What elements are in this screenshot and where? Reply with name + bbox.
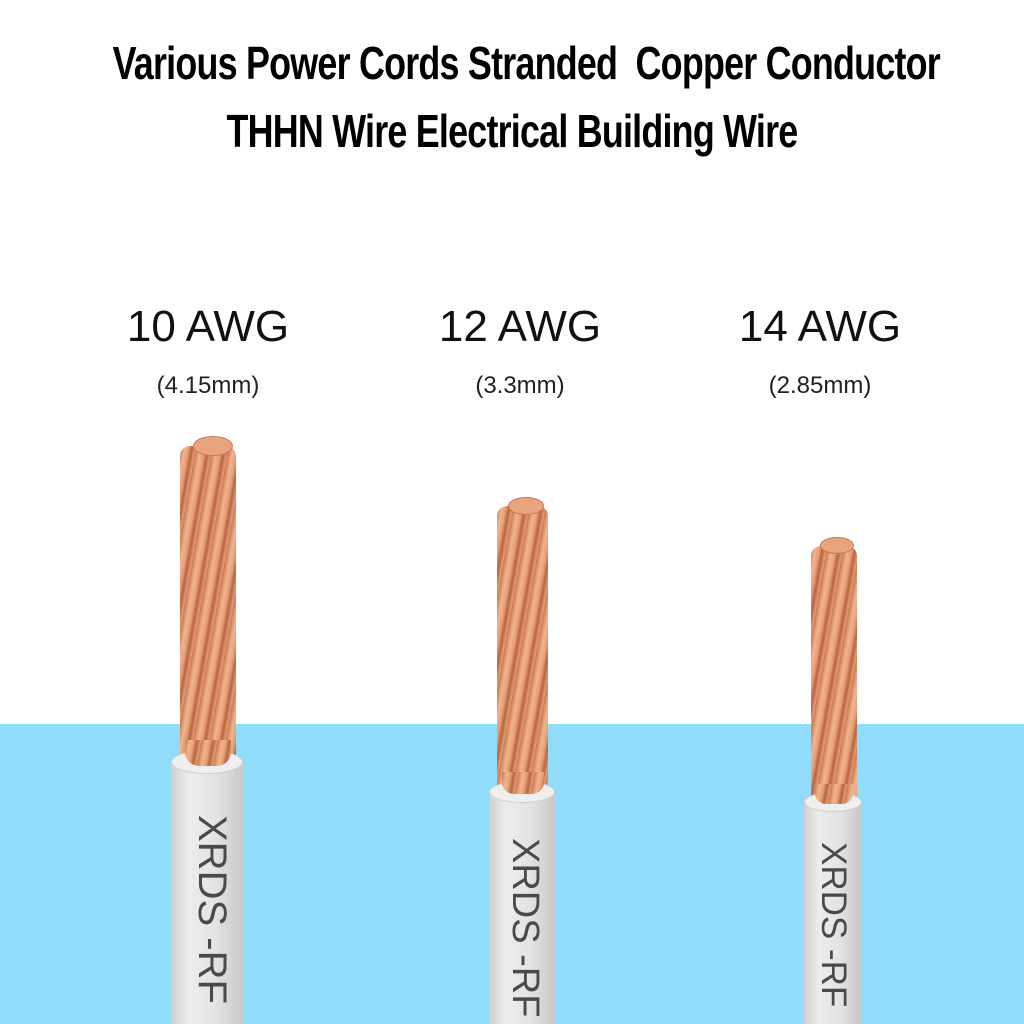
wire-gauge-label-14awg: 14 AWG: [738, 302, 902, 351]
copper-base-10awg: [185, 740, 231, 766]
copper-base-12awg: [502, 772, 544, 794]
copper-tip-10awg: [193, 436, 233, 456]
jacket-print-10awg: XRDS -RF: [190, 815, 234, 1004]
copper-tip-14awg: [820, 537, 854, 554]
copper-strands-10awg: [180, 446, 236, 766]
copper-strands-12awg: [497, 506, 548, 796]
wire-diameter-label-10awg: (4.15mm): [156, 372, 260, 399]
jacket-print-12awg: XRDS -RF: [504, 838, 546, 1018]
jacket-print-14awg: XRDS -RF: [814, 842, 853, 1008]
insulation-jacket-14awg: [804, 800, 862, 1024]
wire-diameter-label-12awg: (3.3mm): [475, 372, 565, 399]
insulation-jacket-12awg: [489, 790, 555, 1024]
copper-tip-12awg: [508, 497, 544, 515]
headline-line-1: Various Power Cords Stranded Copper Cond…: [112, 37, 941, 89]
copper-strands-14awg: [811, 546, 857, 806]
wire-gauge-label-10awg: 10 AWG: [126, 302, 290, 351]
headline-line-2: THHN Wire Electrical Building Wire: [226, 105, 799, 157]
wire-gauge-label-12awg: 12 AWG: [438, 302, 602, 351]
wire-diameter-label-14awg: (2.85mm): [768, 372, 872, 399]
copper-base-14awg: [815, 784, 853, 804]
insulation-jacket-10awg: [171, 760, 243, 1024]
